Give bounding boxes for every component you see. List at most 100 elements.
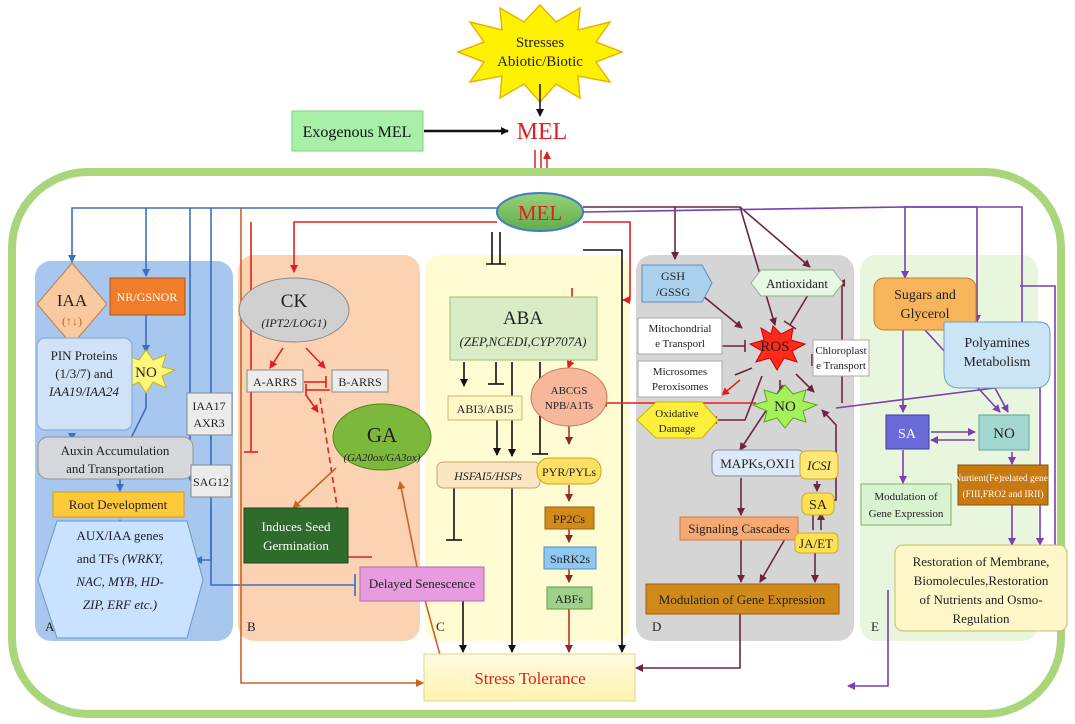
iaa17-axr3-box xyxy=(186,392,233,436)
aux-genes-line4: NAC, MYB, HD- xyxy=(75,574,163,589)
seed-germination-box xyxy=(243,507,349,564)
oxidative-damage-hexagon xyxy=(636,401,719,439)
pp2c-label: PP2Cs xyxy=(553,512,585,526)
panel-b-letter: B xyxy=(247,619,256,634)
delayed-senescence-label: Delayed Senescence xyxy=(369,576,476,591)
stress-tolerance-box xyxy=(423,653,636,702)
restoration-box xyxy=(894,544,1068,632)
pin-line3: IAA19/IAA24 xyxy=(48,384,120,399)
b-arrs-box xyxy=(331,369,389,393)
sa-label-e: SA xyxy=(898,427,917,442)
restoration-line4: Regulation xyxy=(952,611,1010,626)
root-development-label: Root Development xyxy=(69,497,168,512)
chloro-line2: e Transport xyxy=(816,360,866,372)
aux-genes-line2: and TFs xyxy=(77,551,119,566)
panel-c-nodes: ABA (ZEP,NCEDI,CYP707A) ABI3/ABI5 ABCGS … xyxy=(436,296,608,634)
auxin-line1: Auxin Accumulation xyxy=(61,443,170,458)
pyr-box xyxy=(536,457,602,485)
abcg-line1: ABCGS xyxy=(551,385,588,397)
nr-gsnor-label: NR/GSNOR xyxy=(117,290,178,304)
oxidative-line2: Damage xyxy=(659,423,696,435)
modulation-e-line2: Gene Expression xyxy=(869,508,944,520)
mel-top-label: MEL xyxy=(517,119,568,145)
nutrient-line2: (FIII,FRO2 and IRII) xyxy=(962,489,1043,500)
iaa-arrows: (↑↓) xyxy=(62,314,82,328)
axr3-label: AXR3 xyxy=(193,416,224,430)
icsi-label: ICSI xyxy=(806,458,832,473)
panel-e-letter: E xyxy=(871,619,879,634)
icsi-box xyxy=(799,450,839,480)
delayed-senescence-box xyxy=(359,566,485,602)
stresses-line1: Stresses xyxy=(516,35,564,51)
iaa17-label: IAA17 xyxy=(192,399,225,413)
nutrient-line1: Nurtient(Fe)related genes xyxy=(954,473,1052,484)
sag12-label: SAG12 xyxy=(193,475,229,489)
root-development-box xyxy=(52,491,185,518)
pin-proteins-box xyxy=(36,337,133,431)
nutrient-box xyxy=(957,464,1049,506)
aux-genes-line1: AUX/IAA genes xyxy=(76,528,163,543)
a-arrs-label: A-ARRS xyxy=(253,375,297,389)
exogenous-mel-label: Exogenous MEL xyxy=(303,124,412,141)
jaet-box xyxy=(794,532,839,554)
aba-genes: (ZEP,NCEDI,CYP707A) xyxy=(460,334,587,349)
panel-c-letter: C xyxy=(436,619,445,634)
sa-box-d xyxy=(801,492,835,516)
pp2c-box xyxy=(544,506,595,530)
ros-starburst xyxy=(748,325,807,371)
gsh-box xyxy=(641,264,713,303)
panel-a-letter: A xyxy=(45,619,55,634)
no-label-d: NO xyxy=(774,399,796,415)
gsh-line1: GSH xyxy=(661,269,685,283)
gsh-line2: /GSSG xyxy=(656,285,690,299)
pin-line1: PIN Proteins xyxy=(51,348,118,363)
jaet-label: JA/ET xyxy=(799,536,833,551)
ga-genes: (GA20ox/GA3ox) xyxy=(344,452,421,464)
sa-box-e xyxy=(885,414,930,450)
modulation-box-d xyxy=(645,583,840,615)
panel-d-nodes: GSH /GSSG Antioxidant Mitochondrial e Tr… xyxy=(636,264,870,634)
abf-label: ABFs xyxy=(555,592,583,606)
mel-hub-label: MEL xyxy=(518,201,562,225)
panel-e-nodes: Sugars and Glycerol Polyamines Metabolis… xyxy=(860,277,1068,634)
hsf-label: HSFAI5/HSPs xyxy=(453,469,522,483)
pin-line2: (1/3/7) and xyxy=(55,366,113,381)
no-label-a: NO xyxy=(135,365,157,381)
restoration-line2: Biomolecules,Restoration xyxy=(914,573,1049,588)
mapk-label: MAPKs,OXI1 xyxy=(720,456,795,471)
aux-genes-line3: (WRKY, xyxy=(122,551,163,566)
snrk-box xyxy=(543,546,597,570)
aux-genes-hexagon xyxy=(37,520,204,639)
ga-label: GA xyxy=(367,423,398,447)
stress-tolerance-label: Stress Tolerance xyxy=(474,669,585,688)
ck-ellipse xyxy=(238,277,350,343)
ck-genes: (IPT2/LOG1) xyxy=(261,316,326,330)
snrk-label: SnRK2s xyxy=(550,552,590,566)
abcg-line2: NPB/A1Ts xyxy=(545,400,593,412)
panel-b-nodes: CK (IPT2/LOG1) A-ARRS B-ARRS GA (GA20ox/… xyxy=(238,277,485,634)
b-arrs-label: B-ARRS xyxy=(338,375,381,389)
stresses-line2: Abiotic/Biotic xyxy=(497,54,583,70)
signaling-label: Signaling Cascades xyxy=(688,521,789,536)
a-arrs-box xyxy=(246,369,304,393)
chloro-line1: Chloroplast xyxy=(815,345,866,357)
stresses-starburst: Stresses Abiotic/Biotic xyxy=(455,3,625,104)
abi-label: ABI3/ABI5 xyxy=(457,402,514,416)
restoration-line3: of Nutrients and Osmo- xyxy=(919,592,1042,607)
oxidative-line1: Oxidative xyxy=(655,408,698,420)
seed-line1: Induces Seed xyxy=(262,519,331,534)
abi-box xyxy=(447,395,523,421)
antioxidant-label: Antioxidant xyxy=(766,276,828,291)
auxin-box xyxy=(37,436,194,480)
sa-label-d: SA xyxy=(809,498,828,513)
ck-label: CK xyxy=(281,291,308,312)
micro-box xyxy=(637,360,723,398)
sugars-line1: Sugars and xyxy=(894,288,956,303)
pyr-label: PYR/PYLs xyxy=(542,465,596,479)
micro-line2: Peroxisomes xyxy=(652,381,708,393)
modulation-e-line1: Modulation of xyxy=(874,491,938,503)
modulation-label-d: Modulation of Gene Expression xyxy=(659,592,826,607)
restoration-line1: Restoration of Membrane, xyxy=(913,554,1050,569)
svg-text:and TFs (WRKY,: and TFs (WRKY, xyxy=(77,551,163,566)
